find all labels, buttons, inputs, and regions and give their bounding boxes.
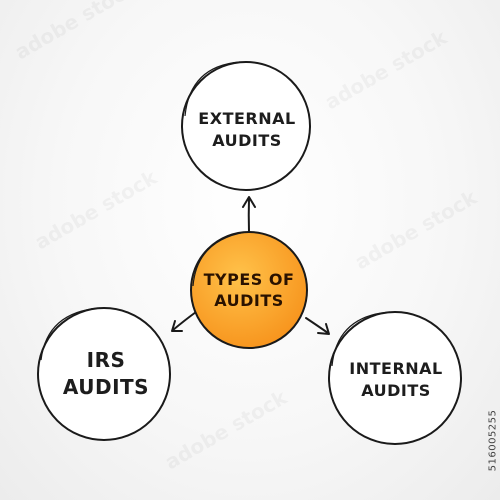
arrows <box>171 196 330 335</box>
irs-audits-line2: AUDITS <box>63 375 149 399</box>
watermark-text: adobe stock <box>161 385 292 475</box>
arrow-to-external <box>242 196 256 233</box>
arrow-to-internal <box>305 317 330 335</box>
watermark-text: adobe stock <box>321 25 452 115</box>
center-label-line2: AUDITS <box>214 291 284 310</box>
external-audits-circle <box>181 61 311 191</box>
stock-id-text: 516005255 <box>487 409 499 471</box>
external-audits-node: EXTERNAL AUDITS <box>181 61 311 191</box>
watermark-text: adobe stock <box>11 0 142 64</box>
internal-audits-circle <box>328 311 462 445</box>
irs-audits-line1: IRS <box>87 348 126 372</box>
watermark-text: adobe stock <box>31 165 162 255</box>
center-node: TYPES OF AUDITS <box>190 231 308 349</box>
center-label-line1: TYPES OF <box>204 270 295 289</box>
internal-audits-node: INTERNAL AUDITS <box>328 311 462 445</box>
center-circle-sketch <box>192 231 247 287</box>
internal-audits-line1: INTERNAL <box>349 359 442 378</box>
watermark-text: adobe stock <box>351 185 482 275</box>
external-audits-line1: EXTERNAL <box>198 109 295 128</box>
external-audits-line2: AUDITS <box>212 131 282 150</box>
irs-circle-sketch <box>40 307 101 361</box>
internal-circle-sketch <box>331 311 391 367</box>
center-circle <box>190 231 308 349</box>
irs-audits-node: IRS AUDITS <box>37 307 171 441</box>
external-circle-sketch <box>184 61 241 117</box>
internal-audits-line2: AUDITS <box>361 381 431 400</box>
stock-id: 516005255 <box>487 385 499 495</box>
irs-audits-circle <box>37 307 171 441</box>
arrow-to-irs <box>171 311 197 332</box>
